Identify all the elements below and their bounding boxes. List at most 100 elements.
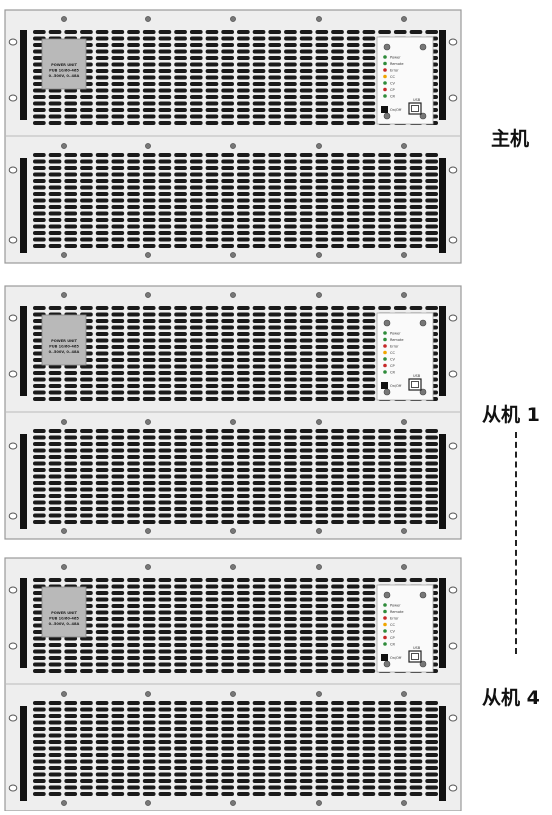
status-led-icon [383,642,387,646]
screw-icon [230,419,236,425]
status-led-label: CR [390,642,395,646]
status-led-icon [383,74,387,79]
screw-icon [61,800,67,806]
status-led-icon [383,635,387,640]
panel-screw-icon [383,660,391,668]
status-led-icon [383,331,387,335]
screw-icon [401,419,407,425]
mount-hole-icon [8,586,18,594]
status-led-icon [383,81,387,85]
status-led-label: Error [390,616,399,620]
rating-plate [41,586,87,638]
status-led-icon [383,337,387,342]
rating-plate-line-2: 0..500V, 0..48A [49,74,80,78]
status-led-label: CP [390,364,395,368]
usb-label: USB [413,98,421,102]
rating-plate-line-1: PUB 10/60-465 [49,617,79,621]
handle-left [20,578,27,668]
rating-plate [41,314,87,366]
panel-screw-icon [383,319,391,327]
handle-right [439,158,446,253]
mount-hole-icon [8,370,18,378]
screw-icon [230,691,236,697]
screw-icon [316,564,322,570]
power-switch-icon [381,106,388,113]
rating-plate-line-0: POWER UNIT [51,339,77,343]
screw-icon [61,528,67,534]
usb-port-icon [408,102,422,115]
mount-hole-icon [448,166,458,174]
screw-icon [61,16,67,22]
lower-vent-grille [33,429,438,524]
mount-hole-icon [448,642,458,650]
rating-plate-line-2: 0..500V, 0..48A [49,622,80,626]
power-switch-label: On/Off [390,108,402,112]
screw-icon [145,564,151,570]
status-led-label: Remote [390,62,404,66]
screw-icon [145,691,151,697]
panel-screw-icon [419,591,427,599]
screw-icon [401,292,407,298]
mount-hole-icon [8,512,18,520]
status-led-icon [383,357,387,361]
mount-hole-icon [448,38,458,46]
screw-icon [61,252,67,258]
status-led-label: Power [390,603,401,607]
status-led-label: Remote [390,338,404,342]
panel-screw-icon [383,112,391,120]
mount-hole-icon [8,38,18,46]
handle-right [439,434,446,529]
screw-icon [316,292,322,298]
screw-icon [316,691,322,697]
screw-icon [145,252,151,258]
rating-plate-line-0: POWER UNIT [51,63,77,67]
mount-hole-icon [448,512,458,520]
status-led-label: CC [390,75,395,79]
panel-screw-icon [383,591,391,599]
status-led-icon [383,616,387,620]
screw-icon [61,292,67,298]
screw-icon [230,528,236,534]
screw-icon [401,528,407,534]
handle-left [20,306,27,396]
power-switch-icon [381,382,388,389]
rating-plate-line-1: PUB 10/60-465 [49,345,79,349]
mount-hole-icon [8,236,18,244]
mount-hole-icon [8,166,18,174]
mount-hole-icon [448,370,458,378]
mount-hole-icon [8,714,18,722]
screw-icon [401,16,407,22]
lower-vent-grille [33,153,438,248]
screw-icon [145,800,151,806]
screw-icon [145,16,151,22]
usb-port-inner-icon [411,653,419,660]
status-led-label: Error [390,344,399,348]
screw-icon [401,252,407,258]
screw-icon [230,292,236,298]
usb-label: USB [413,374,421,378]
mount-hole-icon [448,314,458,322]
screw-icon [145,419,151,425]
status-led-label: CC [390,351,395,355]
screw-icon [145,528,151,534]
handle-left [20,434,27,529]
screw-icon [316,143,322,149]
status-led-icon [383,622,387,627]
screw-icon [316,419,322,425]
usb-label: USB [413,646,421,650]
status-led-label: Error [390,68,399,72]
power-switch-label: On/Off [390,384,402,388]
status-led-icon [383,61,387,66]
status-led-label: Power [390,55,401,59]
screw-icon [230,564,236,570]
label-master: 主机 [491,128,530,150]
dashed-connector [515,432,517,654]
usb-port-icon [408,378,422,391]
status-led-label: CV [390,81,395,85]
usb-port-icon [408,650,422,663]
panel-screw-icon [419,43,427,51]
lower-vent-grille [33,701,438,796]
